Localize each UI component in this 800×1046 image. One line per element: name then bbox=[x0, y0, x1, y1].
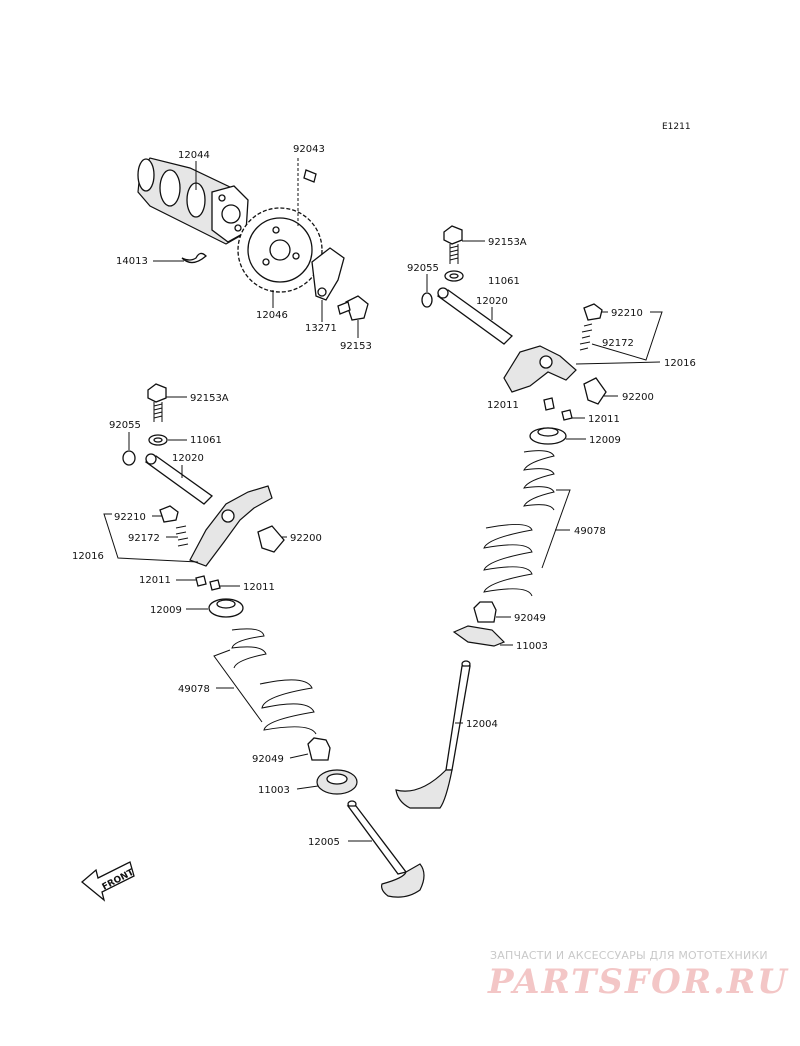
label-12011b-right: 12011 bbox=[588, 414, 620, 425]
label-92049-left: 92049 bbox=[252, 754, 284, 765]
bolt-92153A-left bbox=[147, 383, 167, 422]
label-92153: 92153 bbox=[340, 341, 372, 352]
oring-92055-right bbox=[421, 292, 433, 308]
shaft-12020-left bbox=[144, 453, 214, 505]
label-92200-left: 92200 bbox=[290, 533, 322, 544]
valve-12004 bbox=[395, 660, 471, 809]
valve-12005 bbox=[346, 800, 425, 898]
oring-92055-left bbox=[122, 450, 136, 466]
label-12020-right: 12020 bbox=[476, 296, 508, 307]
diagram-code: E1211 bbox=[662, 122, 691, 132]
nut-92210-right bbox=[583, 303, 603, 321]
label-92210-right: 92210 bbox=[611, 308, 643, 319]
label-12011a-right: 12011 bbox=[487, 400, 519, 411]
label-92043: 92043 bbox=[293, 144, 325, 155]
label-92049-right: 92049 bbox=[514, 613, 546, 624]
label-92153A-right: 92153A bbox=[488, 237, 527, 248]
spring-outer-49078-right bbox=[483, 524, 533, 597]
label-12016-right: 12016 bbox=[664, 358, 696, 369]
rocker-12016-right bbox=[503, 345, 577, 393]
screw-92172-left bbox=[175, 525, 189, 547]
bolt-92153 bbox=[337, 295, 369, 321]
circlip-14013 bbox=[181, 252, 207, 264]
label-12046: 12046 bbox=[256, 310, 288, 321]
label-49078-right: 49078 bbox=[574, 526, 606, 537]
seat-11003-right bbox=[452, 625, 506, 647]
label-11003-right: 11003 bbox=[516, 641, 548, 652]
label-12009-right: 12009 bbox=[589, 435, 621, 446]
label-12009-left: 12009 bbox=[150, 605, 182, 616]
oring-92200-right bbox=[583, 377, 607, 405]
label-12011a-left: 12011 bbox=[139, 575, 171, 586]
label-92200-right: 92200 bbox=[622, 392, 654, 403]
seal-92049-right bbox=[473, 601, 497, 623]
label-11003-left: 11003 bbox=[258, 785, 290, 796]
washer-11061-right bbox=[444, 270, 464, 282]
label-12005: 12005 bbox=[308, 837, 340, 848]
label-12011b-left: 12011 bbox=[243, 582, 275, 593]
spring-outer-49078-left bbox=[259, 679, 317, 735]
label-92055-right: 92055 bbox=[407, 263, 439, 274]
sprocket-12046 bbox=[237, 207, 323, 293]
label-92055-left: 92055 bbox=[109, 420, 141, 431]
label-12004: 12004 bbox=[466, 719, 498, 730]
label-92172-right: 92172 bbox=[602, 338, 634, 349]
spring-inner-49078-right bbox=[523, 450, 555, 511]
seal-92049-left bbox=[307, 737, 331, 761]
seat-11003-left bbox=[316, 769, 358, 795]
label-92153A-left: 92153A bbox=[190, 393, 229, 404]
rocker-12016-left bbox=[189, 485, 273, 567]
keeper-12011-right bbox=[543, 397, 573, 421]
label-12020-left: 12020 bbox=[172, 453, 204, 464]
front-arrow: FRONT bbox=[80, 861, 137, 902]
label-12044: 12044 bbox=[178, 150, 210, 161]
bolt-92153A-right bbox=[443, 225, 463, 264]
label-92210-left: 92210 bbox=[114, 512, 146, 523]
label-11061-left: 11061 bbox=[190, 435, 222, 446]
pin-92043 bbox=[303, 169, 317, 183]
retainer-12009-left bbox=[208, 598, 244, 618]
spring-inner-49078-left bbox=[231, 628, 267, 669]
nut-92210-left bbox=[159, 505, 179, 523]
watermark-tagline: ЗАПЧАСТИ И АКСЕССУАРЫ ДЛЯ МОТОТЕХНИКИ bbox=[490, 949, 768, 962]
screw-92172-right bbox=[579, 323, 593, 351]
label-49078-left: 49078 bbox=[178, 684, 210, 695]
label-14013: 14013 bbox=[116, 256, 148, 267]
shaft-12020-right bbox=[436, 287, 514, 345]
label-92172-left: 92172 bbox=[128, 533, 160, 544]
camshaft-12044 bbox=[137, 157, 249, 245]
retainer-12009-right bbox=[529, 427, 567, 445]
keeper-12011-left bbox=[195, 575, 221, 591]
label-11061-right: 11061 bbox=[488, 276, 520, 287]
plate-13271 bbox=[311, 247, 345, 301]
label-12016-left: 12016 bbox=[72, 551, 104, 562]
watermark-logo: PARTSFOR.RU bbox=[488, 962, 789, 1002]
washer-11061-left bbox=[148, 434, 168, 446]
oring-92200-left bbox=[257, 525, 285, 553]
label-13271: 13271 bbox=[305, 323, 337, 334]
